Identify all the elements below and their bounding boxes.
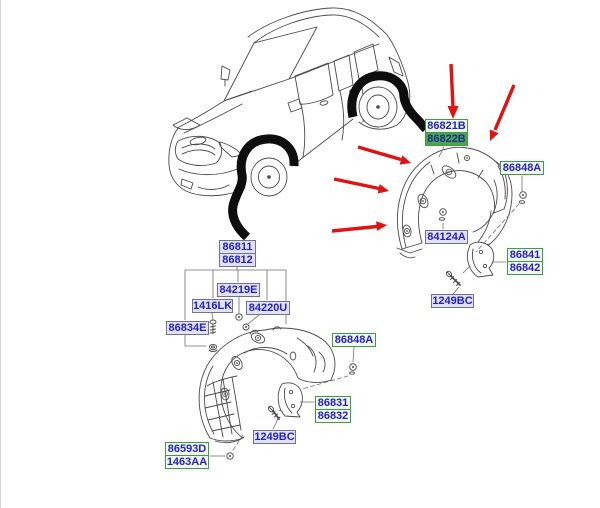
front-wheel	[250, 157, 288, 197]
part-label-86832[interactable]: 86832	[315, 409, 351, 423]
nut-icon-86848A-front	[349, 363, 357, 375]
pointer-arrows	[331, 63, 516, 233]
part-label-1249bc-front[interactable]: 1249BC	[253, 430, 296, 444]
part-label-84219e[interactable]: 84219E	[217, 283, 260, 297]
rear-mudguard-illustration	[467, 241, 495, 278]
part-label-84220u[interactable]: 84220U	[246, 301, 290, 315]
part-label-86812[interactable]: 86812	[219, 253, 256, 267]
rear-wheel-guard-illustration	[396, 146, 513, 259]
grommet-icon-86834E	[208, 343, 218, 352]
front-mudguard-illustration	[277, 382, 303, 418]
part-label-86593d[interactable]: 86593D	[165, 442, 209, 456]
part-label-86811[interactable]: 86811	[219, 240, 256, 254]
nut-icon-84219E	[235, 313, 243, 321]
part-label-86821b[interactable]: 86821B	[425, 119, 468, 133]
part-label-86848a-front[interactable]: 86848A	[332, 333, 376, 347]
part-label-86822b-selected[interactable]: 86822B	[425, 132, 468, 146]
rear-wheel	[358, 86, 398, 128]
nut-icon-86593D	[226, 452, 234, 460]
screw-icon-1249BC-front	[267, 405, 281, 421]
left-mirror-icon	[220, 65, 231, 87]
part-label-86834e[interactable]: 86834E	[166, 321, 209, 335]
fastener-icons	[208, 191, 527, 460]
nut-icon-84124A	[438, 208, 447, 221]
nut-icon-84220U	[242, 323, 250, 331]
screw-icon-1249BC-rear	[445, 270, 461, 286]
part-label-86841[interactable]: 86841	[507, 248, 543, 262]
front-arch-band	[228, 134, 299, 241]
wheel-arch-highlight-bands	[228, 71, 430, 241]
front-wheel-guard-illustration	[198, 326, 336, 444]
rear-arch-band	[347, 71, 430, 133]
leader-lines	[184, 146, 523, 457]
part-label-86842[interactable]: 86842	[507, 261, 543, 275]
part-label-1463aa[interactable]: 1463AA	[165, 455, 209, 469]
part-label-1416lk[interactable]: 1416LK	[192, 299, 233, 313]
part-label-1249bc-rear[interactable]: 1249BC	[431, 294, 474, 308]
part-label-86831[interactable]: 86831	[315, 396, 351, 410]
nut-icon-86848A-rear	[518, 191, 527, 204]
part-label-84124a[interactable]: 84124A	[425, 230, 468, 244]
bolt-icon-1416LK	[209, 319, 217, 335]
side-mirror-icon	[287, 98, 303, 113]
vehicle-illustration	[168, 7, 411, 197]
part-label-86848a-rear[interactable]: 86848A	[500, 161, 544, 175]
